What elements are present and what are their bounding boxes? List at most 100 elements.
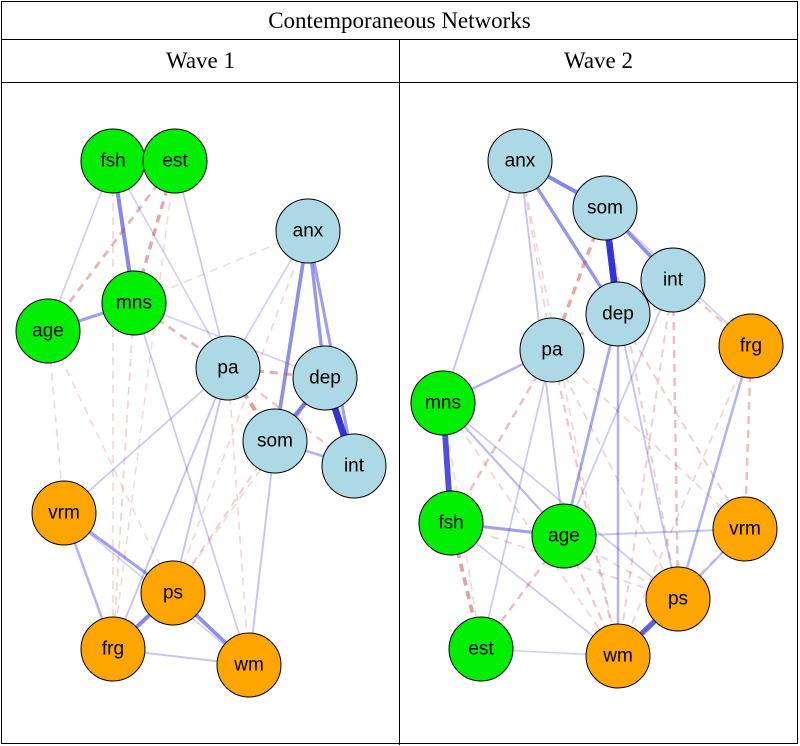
edge-pa-ps xyxy=(172,367,229,594)
wave-2-header: Wave 2 xyxy=(399,40,797,82)
node-label-mns: mns xyxy=(425,393,461,414)
node-circle-mns xyxy=(410,370,476,436)
edge-dep-ps xyxy=(617,313,679,600)
node-circle-int xyxy=(321,433,387,499)
edge-pa-wm xyxy=(227,367,250,666)
edge-est-age xyxy=(46,160,177,332)
node-label-som: som xyxy=(257,431,293,452)
node-circle-frg xyxy=(718,313,784,379)
edge-pa-ps xyxy=(551,349,679,600)
edge-frg-wm xyxy=(617,345,752,657)
node-vrm: vrm xyxy=(31,480,97,546)
node-label-fsh: fsh xyxy=(438,513,463,534)
node-dep: dep xyxy=(292,345,358,411)
node-int: int xyxy=(640,247,706,313)
node-label-age: age xyxy=(32,321,64,342)
edge-pa-frg xyxy=(112,367,229,650)
edge-int-ps xyxy=(671,279,680,600)
edge-int-age xyxy=(563,279,674,537)
edge-est-pa xyxy=(480,349,553,650)
node-age: age xyxy=(15,298,81,364)
edge-som-wm xyxy=(248,440,276,666)
node-int: int xyxy=(321,433,387,499)
node-circle-est xyxy=(448,616,514,682)
wave-header-row: Wave 1 Wave 2 xyxy=(2,40,797,83)
node-age: age xyxy=(531,503,597,569)
edge-pa-wm xyxy=(550,349,620,657)
nodes: anx som int dep pa frg mns fsh age vrm ps est wm xyxy=(410,128,784,689)
edge-est-mns xyxy=(132,160,177,304)
node-label-int: int xyxy=(663,270,684,291)
node-circle-wm xyxy=(585,623,651,689)
node-label-dep: dep xyxy=(309,368,341,389)
edge-pa-vrm xyxy=(63,367,229,514)
node-circle-som xyxy=(242,408,308,474)
node-label-est: est xyxy=(162,151,188,172)
node-circle-som xyxy=(572,175,638,241)
node-label-frg: frg xyxy=(740,336,762,357)
wave-2-network: anx som int dep pa frg mns fsh age vrm ps est wm xyxy=(410,128,784,689)
node-circle-pa xyxy=(519,317,585,383)
node-label-frg: frg xyxy=(102,639,124,660)
node-circle-age xyxy=(15,298,81,364)
node-fsh: fsh xyxy=(418,490,484,556)
node-circle-anx xyxy=(275,198,341,264)
wave-1-header: Wave 1 xyxy=(165,48,236,73)
node-circle-age xyxy=(531,503,597,569)
node-label-vrm: vrm xyxy=(729,519,761,540)
edge-anx-wm xyxy=(519,160,619,657)
wave-2-panel: anx som int dep pa frg mns fsh age vrm ps est wm xyxy=(400,83,797,745)
node-mns: mns xyxy=(410,370,476,436)
node-vrm: vrm xyxy=(712,496,778,562)
node-wm: wm xyxy=(585,623,651,689)
node-label-est: est xyxy=(468,639,494,660)
node-label-vrm: vrm xyxy=(48,503,80,524)
node-frg: frg xyxy=(80,616,146,682)
edge-int-wm xyxy=(617,279,674,657)
edge-anx-mns xyxy=(442,160,521,404)
node-circle-ps xyxy=(645,566,711,632)
node-anx: anx xyxy=(487,128,553,194)
node-frg: frg xyxy=(718,313,784,379)
node-label-pa: pa xyxy=(541,340,563,361)
node-pa: pa xyxy=(519,317,585,383)
node-fsh: fsh xyxy=(80,128,146,194)
node-anx: anx xyxy=(275,198,341,264)
node-circle-vrm xyxy=(712,496,778,562)
edge-est-pa xyxy=(174,160,229,369)
node-circle-mns xyxy=(101,270,167,336)
figure-title: Contemporaneous Networks xyxy=(2,2,797,40)
node-label-ps: ps xyxy=(163,583,183,604)
node-circle-dep xyxy=(585,281,651,347)
edge-som-ps xyxy=(604,207,679,600)
node-dep: dep xyxy=(585,281,651,347)
edge-dep-age xyxy=(562,313,620,537)
node-mns: mns xyxy=(101,270,167,336)
node-som: som xyxy=(242,408,308,474)
node-est: est xyxy=(142,128,208,194)
edge-fsh-wm xyxy=(450,522,619,657)
edge-dep-ps xyxy=(172,377,326,594)
node-som: som xyxy=(572,175,638,241)
node-est: est xyxy=(448,616,514,682)
node-circle-ps xyxy=(140,560,206,626)
node-ps: ps xyxy=(645,566,711,632)
node-label-anx: anx xyxy=(293,221,324,242)
node-label-dep: dep xyxy=(602,304,634,325)
node-wm: wm xyxy=(216,632,282,698)
node-circle-fsh xyxy=(418,490,484,556)
edge-fsh-pa xyxy=(112,160,229,369)
node-circle-pa xyxy=(195,335,261,401)
node-label-anx: anx xyxy=(505,151,536,172)
edge-mns-wm xyxy=(442,402,619,657)
node-label-som: som xyxy=(587,198,623,219)
node-circle-anx xyxy=(487,128,553,194)
edge-anx-som xyxy=(273,230,310,442)
edge-mns-frg xyxy=(112,302,135,650)
node-label-int: int xyxy=(344,456,365,477)
node-ps: ps xyxy=(140,560,206,626)
edge-pa-fsh xyxy=(449,349,554,524)
node-label-mns: mns xyxy=(116,293,152,314)
